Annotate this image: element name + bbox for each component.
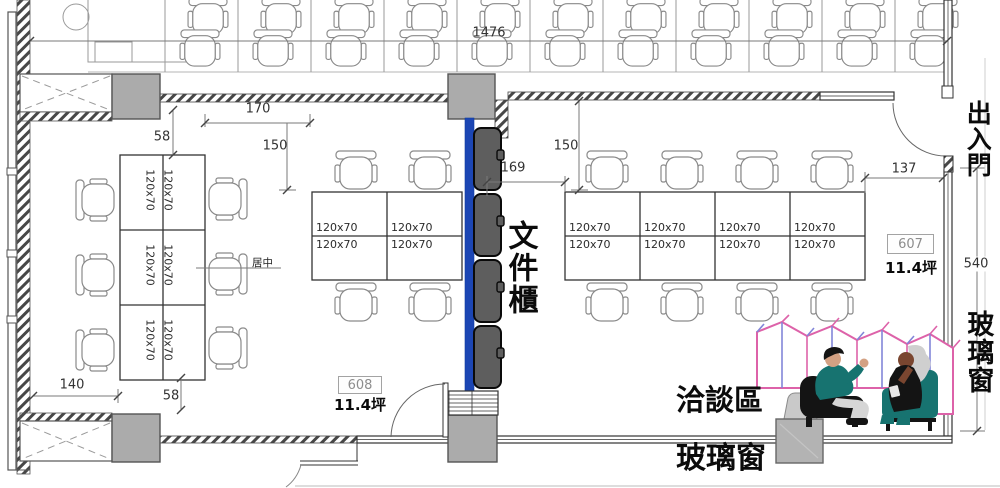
centered-note: 居中 — [252, 257, 273, 269]
dim-total-width: 1476 — [472, 25, 506, 41]
left-window-strip — [7, 11, 17, 471]
desk-size-label: 120x70 — [143, 169, 157, 211]
desk-size-label: 120x70 — [391, 221, 433, 234]
shaft-top — [19, 73, 113, 113]
wall-corner — [941, 85, 954, 99]
window-mullion — [6, 167, 18, 176]
desk-size-label: 120x70 — [644, 221, 686, 234]
man-hair — [823, 347, 844, 360]
lounge-people-illustration — [800, 345, 938, 431]
man-arm — [842, 364, 864, 384]
column — [447, 73, 496, 120]
dim-left-offset-top: 58 — [153, 129, 171, 145]
entry-door-swing — [892, 102, 947, 157]
man-shoe — [846, 418, 868, 425]
doors — [285, 102, 954, 488]
man-legs — [832, 398, 869, 420]
desk-size-label: 120x70 — [143, 244, 157, 286]
room-608-tag: 608 — [338, 376, 382, 394]
room-607-number: 607 — [898, 236, 923, 252]
dim-right-clearance: 150 — [553, 138, 579, 154]
room-607-area: 11.4坪 — [884, 259, 938, 277]
lower-door-swing — [285, 464, 302, 488]
desk-size-label: 120x70 — [143, 319, 157, 361]
desk-size-label: 120x70 — [161, 244, 175, 286]
desk-size-label: 120x70 — [644, 238, 686, 251]
top-wall-hatch-right — [507, 91, 821, 101]
shaft-bottom — [19, 420, 113, 462]
desk-size-label: 120x70 — [719, 238, 761, 251]
open-office-chairs — [179, 0, 959, 67]
column — [447, 414, 498, 463]
desk-size-label: 120x70 — [161, 169, 175, 211]
dim-door-clearance: 137 — [891, 161, 917, 177]
man-torso — [815, 364, 854, 400]
file-cabinet — [464, 117, 505, 392]
top-wall-hatch-left — [159, 93, 449, 103]
column — [111, 413, 161, 463]
glass-window-side-label: 玻璃窗 — [962, 310, 994, 394]
glass-window-bottom-label: 玻璃窗 — [676, 441, 766, 476]
desk-size-label: 120x70 — [794, 238, 836, 251]
left-wall-hatch — [16, 0, 31, 475]
man-hand — [859, 358, 869, 368]
desk-size-label: 120x70 — [391, 238, 433, 251]
entry-door-jamb — [943, 155, 954, 173]
bottom-wall-hatch — [159, 435, 358, 444]
room-608-area: 11.4坪 — [333, 396, 387, 414]
entrance-label: 出入門 — [963, 100, 993, 178]
woman-arm — [898, 366, 913, 384]
woman-book — [889, 385, 901, 398]
shafts-and-columns — [19, 73, 498, 463]
vent-grille — [445, 390, 499, 416]
desk-size-label: 120x70 — [161, 319, 175, 361]
desk-size-label: 120x70 — [569, 221, 611, 234]
dim-left-table-top: 170 — [245, 101, 271, 117]
dim-cabinet-clearance: 169 — [500, 160, 526, 176]
desk-size-label: 120x70 — [316, 221, 358, 234]
room608-door-swing — [390, 383, 446, 438]
room608-door-leaf — [442, 382, 449, 438]
desk-size-label: 120x70 — [794, 221, 836, 234]
column — [111, 73, 161, 120]
plant-circle — [62, 3, 90, 31]
room-607-tag: 607 — [887, 234, 934, 254]
tables — [119, 154, 866, 381]
desk-size-label: 120x70 — [569, 238, 611, 251]
dim-left-wall-gap: 140 — [59, 377, 85, 393]
desk-size-label: 120x70 — [316, 238, 358, 251]
discussion-area-label: 洽談區 — [676, 383, 764, 417]
window-mullion — [6, 249, 18, 258]
woman-dress — [888, 365, 922, 412]
desk-size-label: 120x70 — [719, 221, 761, 234]
woman-shoe — [896, 416, 910, 425]
woman-head — [898, 352, 914, 368]
blue-partition — [464, 117, 475, 392]
woman-shoe — [880, 415, 894, 424]
file-cabinet-label: 文件櫃 — [502, 220, 538, 316]
dim-left-clearance: 150 — [262, 138, 288, 154]
window-mullion — [6, 315, 18, 324]
dim-window-height: 540 — [961, 256, 991, 272]
dim-left-offset-bottom: 58 — [162, 388, 180, 404]
room-608-number: 608 — [347, 377, 373, 393]
dimension-lines — [25, 36, 986, 436]
